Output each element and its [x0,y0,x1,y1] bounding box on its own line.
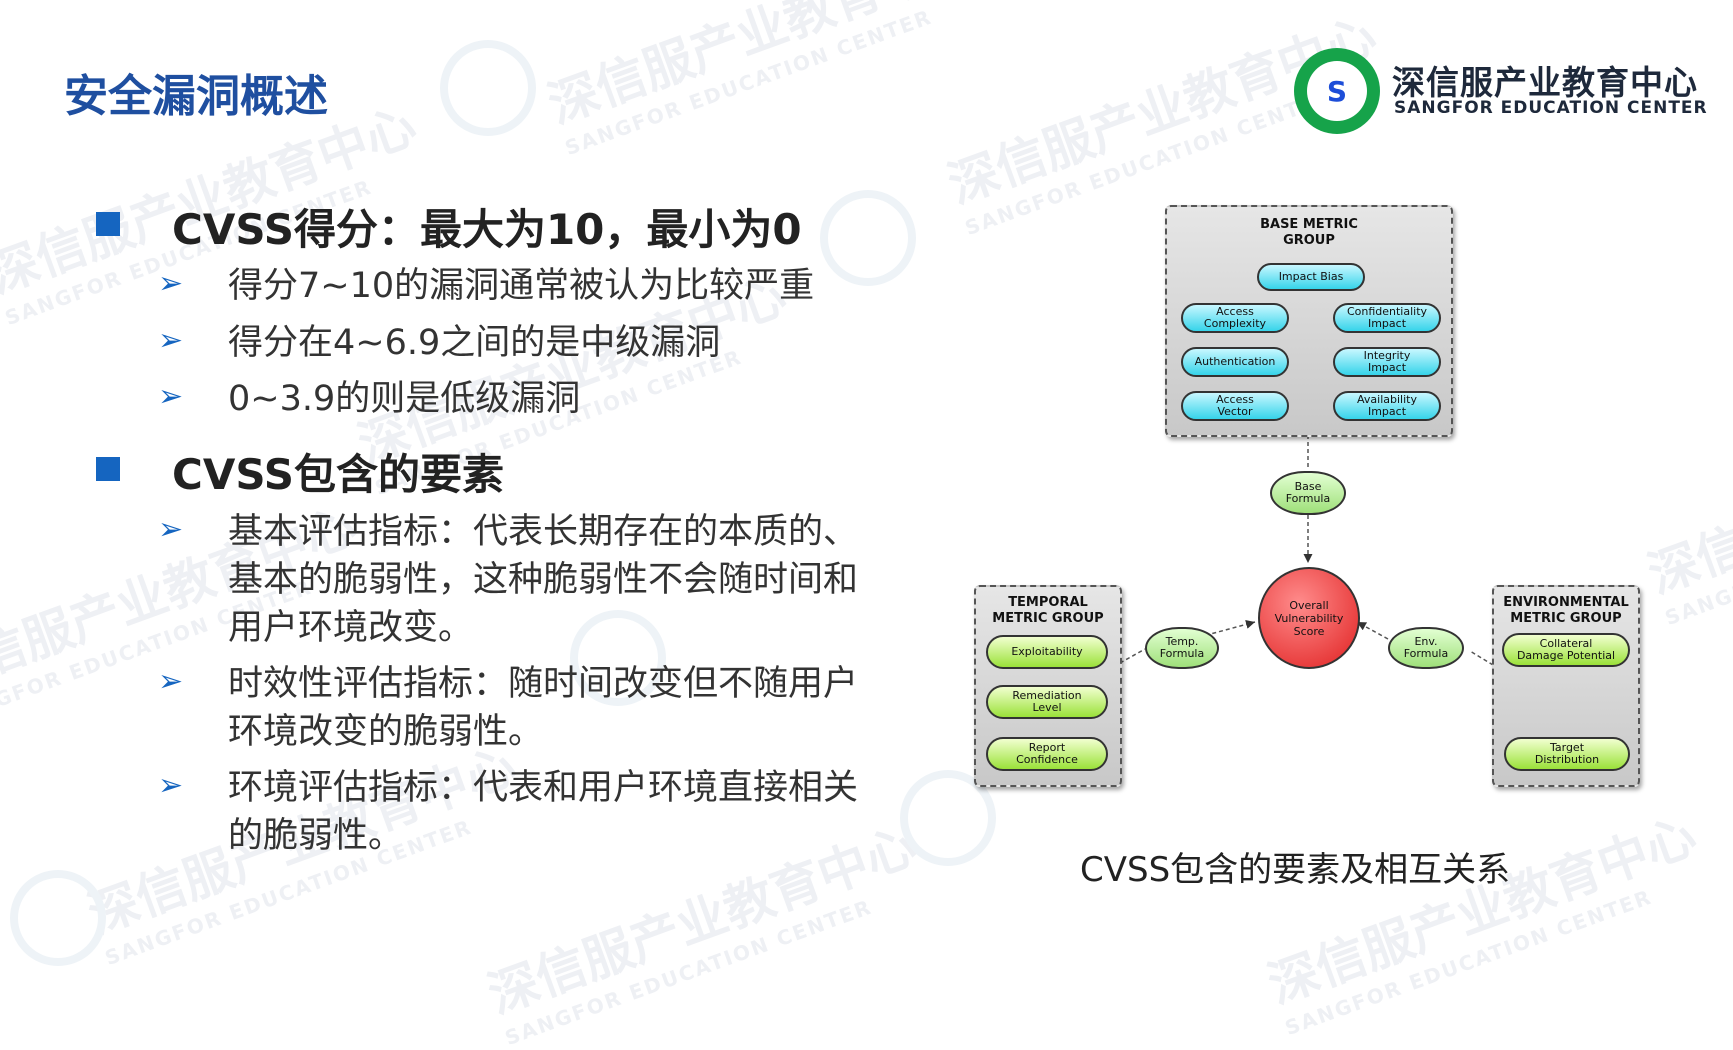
logo-emblem-icon: S [1294,48,1380,134]
bullet-item: 环境评估指标：代表和用户环境直接相关 的脆弱性。 [228,768,859,856]
bullet-heading: CVSS包含的要素 [172,450,504,499]
bullet-heading: CVSS得分：最大为10，最小为0 [172,205,802,254]
environmental-to-formula-line [1469,650,1494,666]
watermark-emblem [440,40,536,136]
exploitability-node: Exploitability [986,635,1108,669]
temporal-group-title: TEMPORAL METRIC GROUP [992,595,1104,626]
arrow-bullet-icon: ➢ [158,379,184,414]
arrow-bullet-icon: ➢ [158,768,184,803]
arrow-bullet-icon: ➢ [158,266,184,301]
diagram-caption: CVSS包含的要素及相互关系 [1080,850,1511,890]
bullet-item: 0~3.9的则是低级漏洞 [228,379,581,419]
slide-title: 安全漏洞概述 [64,71,328,122]
logo: S 深信服产业教育中心 SANGFOR EDUCATION CENTER [1294,48,1714,138]
bullet-item: 得分在4~6.9之间的是中级漏洞 [228,323,721,363]
base-group-title: BASE METRIC GROUP [1260,217,1358,248]
arrow-bullet-icon: ➢ [158,512,184,547]
watermark-emblem [820,190,916,286]
authentication-node: Authentication [1181,347,1289,377]
temporal-metric-group: TEMPORAL METRIC GROUP Exploitability Rem… [974,585,1122,787]
square-bullet-icon [96,212,120,236]
square-bullet-icon [96,457,120,481]
env-formula-to-score-arrow [1356,621,1389,640]
bullet-item: 得分7~10的漏洞通常被认为比较严重 [228,266,815,306]
env-formula-cloud: Env.Formula [1388,627,1464,669]
logo-name-en: SANGFOR EDUCATION CENTER [1394,98,1708,118]
temporal-to-formula-line [1119,648,1146,664]
bullet-item: 基本评估指标：代表长期存在的本质的、 基本的脆弱性，这种脆弱性不会随时间和 用户… [228,512,859,648]
environmental-group-title: ENVIRONMENTAL METRIC GROUP [1503,595,1629,626]
impact-bias-node: Impact Bias [1257,263,1365,291]
watermark-emblem [10,870,106,966]
arrow-bullet-icon: ➢ [158,323,184,358]
logo-name-cn: 深信服产业教育中心 [1392,63,1698,102]
temp-formula-cloud: Temp.Formula [1145,627,1219,669]
arrow-bullet-icon: ➢ [158,664,184,699]
bullet-item: 时效性评估指标：随时间改变但不随用户 环境改变的脆弱性。 [228,664,859,752]
